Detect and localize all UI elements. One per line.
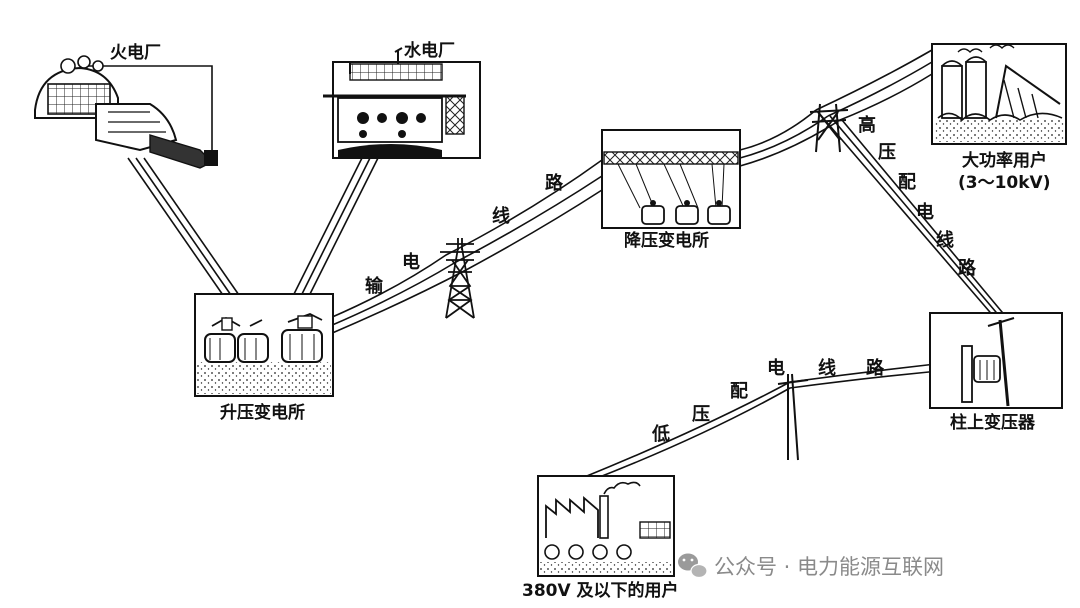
pole-transformer-label: 柱上变压器 [950,412,1036,433]
low-voltage-users-label: 380V 及以下的用户 [522,580,679,601]
transmission-tower [440,238,480,319]
watermark: 公众号 · 电力能源互联网 [678,553,944,579]
step-up-substation-label: 升压变电所 [220,402,305,423]
lv-line-char-3: 配 [730,381,748,402]
low-voltage-users: 380V 及以下的用户 [522,475,679,601]
hv-line-char-1: 高 [858,114,876,136]
transmission-line-char-4: 路 [545,172,564,194]
step-down-substation-label: 降压变电所 [624,230,709,251]
hydro-plant-label: 水电厂 [404,40,455,61]
transmission-line-char-1: 输 [365,275,384,297]
lv-wooden-pole [777,373,809,461]
lv-line-char-1: 低 [651,423,670,445]
pole-transformer: 柱上变压器 [929,312,1063,433]
lv-distribution-labels: 低 压 配 电 线 路 [651,357,885,445]
watermark-text: 公众号 · 电力能源互联网 [714,555,944,579]
hv-distribution-labels: 高 压 配 电 线 路 [858,114,977,279]
lv-line-char-6: 路 [866,357,885,379]
transmission-line-char-3: 线 [492,205,510,227]
hv-feeder-line [739,109,841,167]
hydro-plant: 水电厂 [323,40,481,159]
hv-line-char-5: 线 [936,229,954,251]
large-power-user-label: 大功率用户 [962,150,1047,171]
thermal-plant-label: 火电厂 [110,42,161,63]
hv-pole-tower [809,103,849,153]
thermal-to-substation-line [127,157,242,299]
transmission-line-labels: 输 电 线 路 [365,172,564,297]
hv-line-char-2: 压 [878,142,896,163]
lv-line-char-4: 电 [767,357,785,379]
power-lines [127,49,1008,481]
step-down-substation: 降压变电所 [601,129,741,251]
lv-line-char-2: 压 [692,404,710,425]
large-power-user: 大功率用户 (3～10kV) [931,43,1067,193]
transmission-line-char-2: 电 [402,251,420,273]
hv-distribution-line [817,111,1008,319]
thermal-plant: 火电厂 [34,42,218,169]
wechat-icon [678,553,708,579]
large-power-user-voltage: (3～10kV) [958,173,1051,193]
step-up-substation: 升压变电所 [194,293,334,423]
hydro-to-substation-line [291,157,379,299]
lv-line-char-5: 线 [818,357,836,379]
large-user-feeder [815,49,933,121]
hv-line-char-6: 路 [958,257,977,279]
hv-line-char-3: 配 [898,172,916,193]
hv-line-char-4: 电 [916,201,934,223]
